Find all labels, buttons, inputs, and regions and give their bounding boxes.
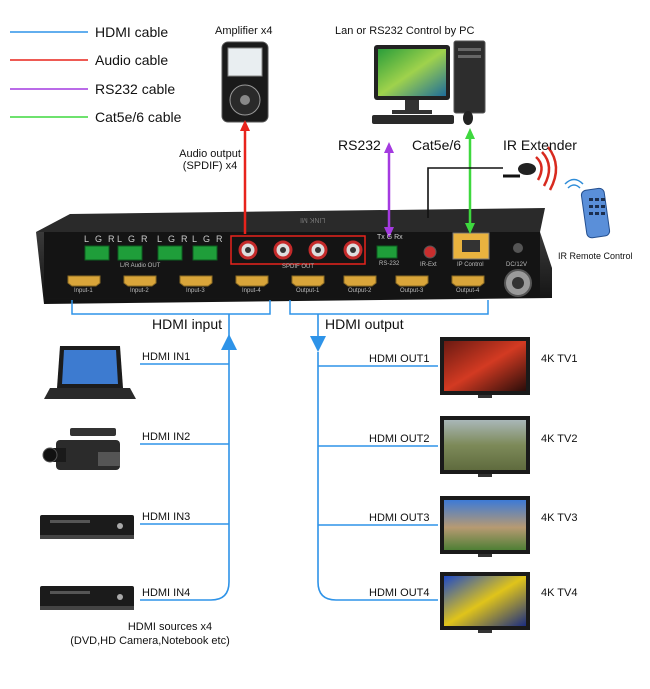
audio-out-port-label: L/R Audio OUT [120, 263, 161, 269]
ir-remote-label: IR Remote Control [558, 251, 633, 261]
audio-output-label-2: (SPDIF) x4 [182, 160, 238, 172]
sources-caption-2: (DVD,HD Camera,Notebook etc) [70, 635, 230, 647]
input-port-1: Input-1 [74, 288, 93, 294]
hdmi-in-2-label: HDMI IN2 [142, 431, 191, 443]
audio-lgr-2: LGR [117, 234, 154, 244]
hdmi-out-4-label: HDMI OUT4 [369, 587, 430, 599]
pc-icon [372, 40, 486, 125]
dvd-player-icon-2 [40, 586, 134, 610]
hdmi-in-1-label: HDMI IN1 [142, 351, 191, 363]
ir-cable [427, 167, 503, 218]
tv-2-label: 4K TV2 [541, 433, 578, 445]
output-port-4: Output-4 [456, 288, 480, 294]
laptop-icon [44, 346, 136, 399]
ir-ext-port-label: IR-Ext [420, 262, 437, 268]
hdmi-input-label: HDMI input [152, 316, 223, 332]
audio-lgr-4: LGR [192, 234, 229, 244]
hdmi-output-label: HDMI output [325, 316, 404, 332]
tv-icon-2 [440, 416, 530, 477]
rs232-label: RS232 [338, 137, 381, 153]
sources-caption-1: HDMI sources x4 [127, 621, 213, 633]
txgrx-label: Tx G Rx [377, 234, 403, 241]
output-port-3: Output-3 [400, 288, 424, 294]
audio-lgr-3: LGR [157, 234, 194, 244]
camera-icon [42, 428, 120, 470]
tv-icon-3 [440, 496, 530, 557]
hdmi-output-bus [317, 352, 438, 601]
cat-label: Cat5e/6 [412, 137, 462, 153]
tv-icon-1 [440, 337, 530, 398]
dvd-player-icon-1 [40, 515, 134, 539]
tv-1-label: 4K TV1 [541, 353, 578, 365]
legend-hdmi-label: HDMI cable [95, 24, 169, 40]
legend-rs232-label: RS232 cable [95, 81, 176, 97]
output-port-1: Output-1 [296, 288, 320, 294]
hdmi-in-4-label: HDMI IN4 [142, 587, 191, 599]
spdif-port-label: SPDIF OUT [282, 264, 315, 270]
output-port-2: Output-2 [348, 288, 372, 294]
ir-extender-label: IR Extender [503, 137, 577, 153]
hdmi-in-3-label: HDMI IN3 [142, 511, 191, 523]
ir-extender-icon [503, 146, 558, 191]
brand-label: LINK MI [300, 216, 326, 223]
dc-port-label: DC/12V [506, 262, 528, 268]
hdmi-input-bus [140, 350, 230, 601]
hdmi-out-2-label: HDMI OUT2 [369, 433, 430, 445]
input-port-3: Input-3 [186, 288, 205, 294]
legend-cat-label: Cat5e/6 cable [95, 109, 182, 125]
tv-3-label: 4K TV3 [541, 512, 578, 524]
input-port-4: Input-4 [242, 288, 261, 294]
rs232-port-label: RS-232 [379, 261, 400, 267]
tv-icon-4 [440, 572, 530, 633]
hdmi-out-3-label: HDMI OUT3 [369, 512, 430, 524]
amplifier-label: Amplifier x4 [215, 25, 273, 37]
tv-4-label: 4K TV4 [541, 587, 578, 599]
audio-output-label-1: Audio output [179, 148, 241, 160]
legend-audio-label: Audio cable [95, 52, 169, 68]
pc-label: Lan or RS232 Control by PC [335, 25, 475, 37]
ir-remote-icon [564, 178, 611, 239]
audio-lgr-1: LGR [84, 234, 121, 244]
matrix-device [36, 208, 552, 304]
amplifier-icon [221, 41, 269, 123]
input-port-2: Input-2 [130, 288, 149, 294]
hdmi-out-1-label: HDMI OUT1 [369, 353, 430, 365]
ip-control-port-label: IP Control [457, 262, 484, 268]
